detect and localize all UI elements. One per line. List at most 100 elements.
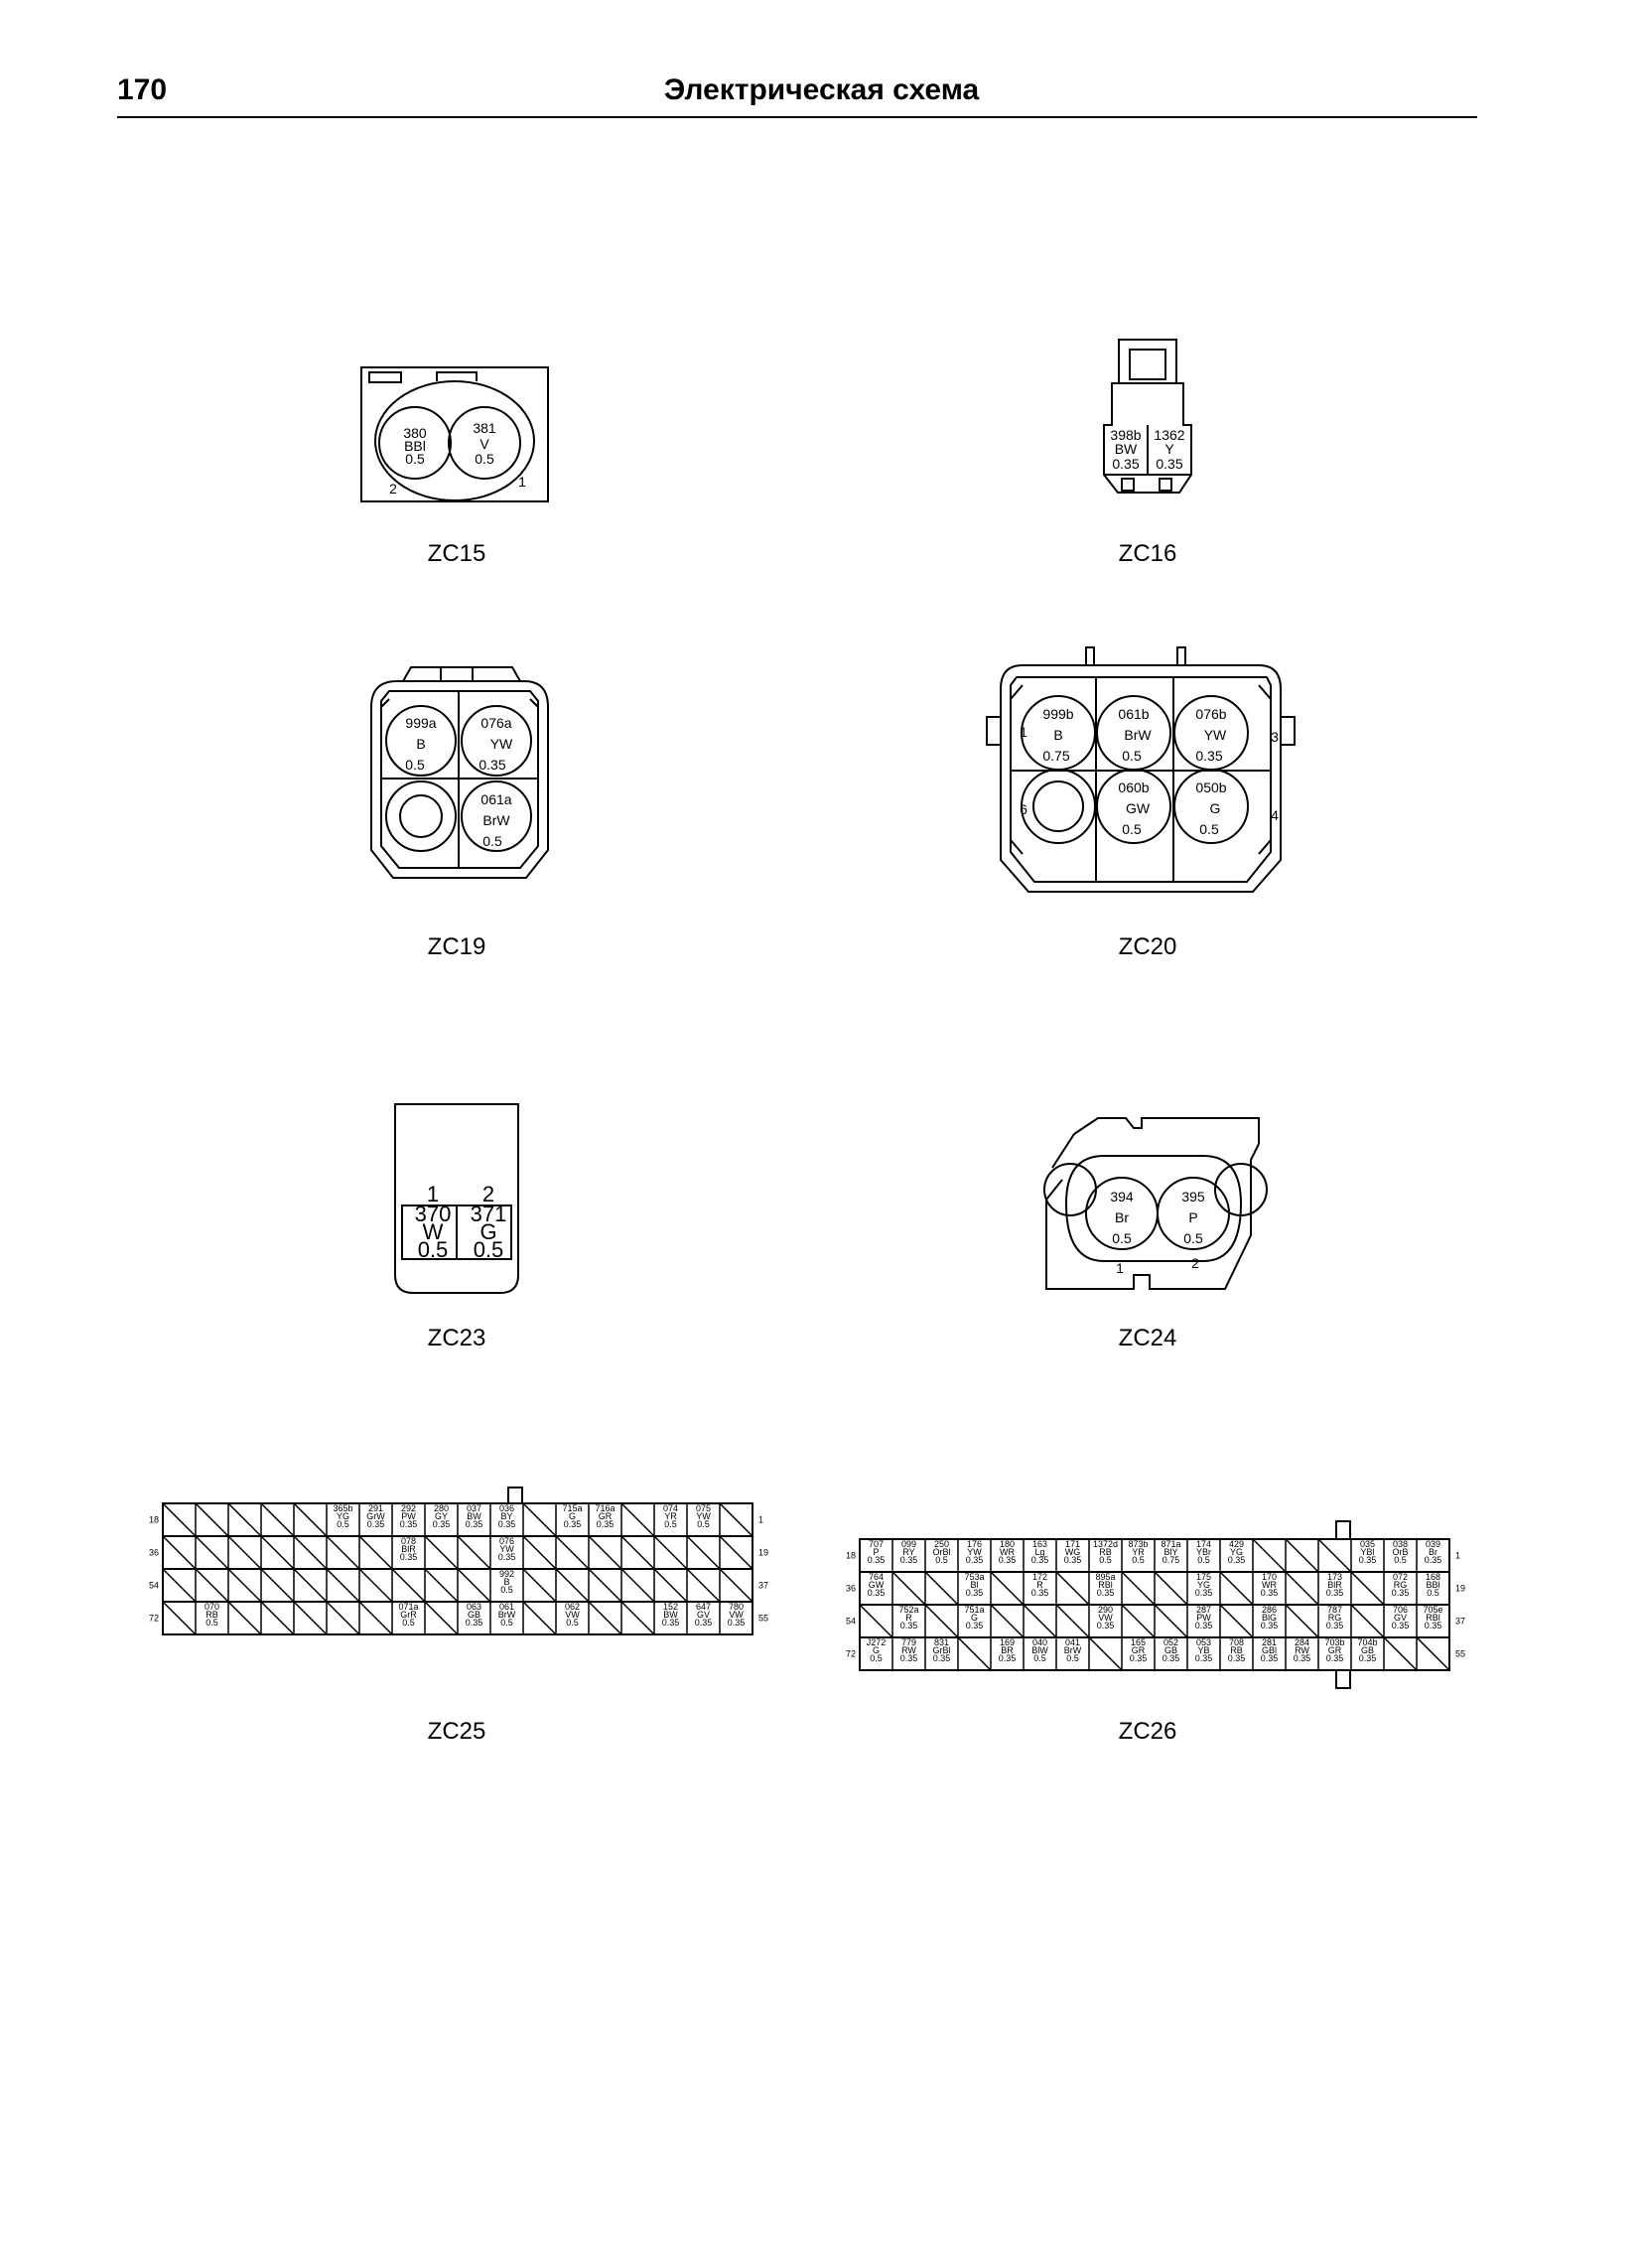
zc25-wire-label: 076	[499, 1536, 514, 1546]
zc26-wire-label: 0.35	[900, 1555, 918, 1565]
zc25-wire-label: GY	[435, 1511, 448, 1521]
zc26-wire-label: 173	[1327, 1572, 1342, 1582]
zc16-pin-2-color: Y	[1164, 441, 1174, 457]
zc25-empty-cavity	[424, 1601, 459, 1635]
zc26-wire-label: Bl	[970, 1580, 978, 1590]
zc26-wire-label: BR	[1001, 1645, 1014, 1655]
zc16-pin-1-id: 398b	[1110, 427, 1141, 443]
zc25-empty-cavity	[588, 1601, 622, 1635]
zc25-empty-cavity	[653, 1535, 688, 1570]
zc25-wire-label: 0.35	[498, 1552, 516, 1562]
zc15-pin-number-1: 1	[518, 474, 526, 490]
zc26-wire-label: RW	[901, 1645, 916, 1655]
zc19-pin-4-gauge: 0.5	[482, 833, 502, 849]
zc16-pin-1-color: BW	[1115, 441, 1138, 457]
zc26-wire-label: BlG	[1262, 1613, 1277, 1623]
zc26-wire-label: 764	[869, 1572, 884, 1582]
zc26-wire-label: 072	[1393, 1572, 1408, 1582]
zc25-empty-cavity	[162, 1601, 197, 1635]
zc25-wire-label: 0.35	[728, 1618, 746, 1628]
zc23-pin-2-gauge: 0.5	[474, 1237, 504, 1262]
zc19-label: ZC19	[427, 933, 486, 960]
zc26-empty-cavity	[924, 1571, 959, 1606]
zc26-empty-cavity	[1285, 1571, 1319, 1606]
zc26-wire-label: 0.5	[935, 1555, 948, 1565]
zc16-pin-1-gauge: 0.35	[1112, 456, 1139, 472]
zc26-empty-cavity	[957, 1636, 992, 1671]
zc26-wire-label: 0.35	[1392, 1621, 1410, 1630]
zc26-wire-label: RB	[1099, 1547, 1112, 1557]
zc26-wire-label: 873b	[1128, 1539, 1148, 1549]
zc25-empty-cavity	[326, 1601, 360, 1635]
zc25-empty-cavity	[653, 1568, 688, 1603]
zc26-empty-cavity	[859, 1604, 893, 1638]
zc26-wire-label: 0.35	[1195, 1653, 1213, 1663]
zc26-wire-label: R	[905, 1613, 912, 1623]
zc26-empty-cavity	[1350, 1571, 1385, 1606]
zc25-wire-label: GB	[468, 1610, 480, 1620]
zc25-wire-label: 062	[565, 1602, 580, 1612]
zc25-empty-cavity	[620, 1502, 655, 1537]
zc26-wire-label: 0.35	[868, 1555, 886, 1565]
zc26-wire-label: 176	[967, 1539, 982, 1549]
zc26-wire-label: 0.5	[1427, 1588, 1439, 1598]
zc26-empty-cavity	[891, 1571, 926, 1606]
zc25-wire-label: 715a	[562, 1503, 582, 1513]
zc26-wire-label: 180	[1000, 1539, 1015, 1549]
zc25-empty-cavity	[293, 1502, 328, 1537]
zc26-wire-label: BlY	[1163, 1547, 1177, 1557]
zc26-wire-label: 703b	[1324, 1637, 1344, 1647]
zc25-empty-cavity	[227, 1535, 262, 1570]
zc26-wire-label: 041	[1065, 1637, 1080, 1647]
zc25-row-number-right: 55	[758, 1614, 768, 1624]
zc26-wire-label: 0.35	[1261, 1621, 1279, 1630]
zc25-empty-cavity	[620, 1601, 655, 1635]
zc26-wire-label: 174	[1196, 1539, 1211, 1549]
zc26-wire-label: 705e	[1423, 1605, 1442, 1615]
zc24-pin-1-id: 394	[1110, 1189, 1134, 1205]
zc25-wire-label: 0.35	[367, 1519, 385, 1529]
zc24-pin-1-gauge: 0.5	[1112, 1230, 1132, 1246]
zc25-wire-label: 0.5	[500, 1618, 513, 1628]
zc26-wire-label: RBl	[1426, 1613, 1440, 1623]
zc26-wire-label: 0.35	[1097, 1588, 1115, 1598]
zc25-empty-cavity	[588, 1568, 622, 1603]
zc26-wire-label: 0.35	[900, 1653, 918, 1663]
zc15-pin-2-gauge: 0.5	[405, 451, 425, 467]
zc20-pin-1-id: 999b	[1042, 706, 1073, 722]
zc25-wire-label: B	[503, 1577, 509, 1587]
zc26-wire-label: PW	[1196, 1613, 1211, 1623]
zc26-wire-label: 175	[1196, 1572, 1211, 1582]
zc25-row-number-right: 1	[758, 1515, 763, 1525]
zc26-wire-label: 250	[934, 1539, 949, 1549]
zc16-pin-2-gauge: 0.35	[1156, 456, 1182, 472]
zc25-wire-label: BW	[663, 1610, 678, 1620]
zc20-pin-number-4: 4	[1271, 807, 1279, 823]
zc20-pin-1-gauge: 0.75	[1042, 748, 1069, 764]
zc26-wire-label: 281	[1262, 1637, 1277, 1647]
zc25-wire-label: 0.35	[400, 1519, 418, 1529]
zc26-wire-label: BlR	[1327, 1580, 1342, 1590]
zc26-wire-label: RB	[1230, 1645, 1243, 1655]
zc16-label: ZC16	[1118, 540, 1177, 567]
zc25-empty-cavity	[260, 1568, 295, 1603]
zc26-wire-label: GB	[1164, 1645, 1177, 1655]
zc25-wire-label: 061	[499, 1602, 514, 1612]
zc26-empty-cavity	[1088, 1636, 1123, 1671]
zc25-empty-cavity	[522, 1502, 557, 1537]
zc25-wire-label: 280	[434, 1503, 449, 1513]
zc20-pin-4-color: G	[1210, 800, 1221, 816]
zc26-row-number-right: 55	[1455, 1649, 1465, 1659]
zc24-pin-number-2: 2	[1191, 1255, 1199, 1271]
zc26-empty-cavity	[1219, 1604, 1254, 1638]
zc26-wire-label: BrW	[1064, 1645, 1082, 1655]
zc26-empty-cavity	[924, 1604, 959, 1638]
zc26-wire-label: 039	[1426, 1539, 1440, 1549]
zc24-pin-1-color: Br	[1115, 1209, 1129, 1225]
zc25-empty-cavity	[358, 1535, 393, 1570]
zc25-wire-label: 292	[401, 1503, 416, 1513]
connector-zc26: 707P0.35099RY0.35250OrBl0.5176YW0.35180W…	[846, 1520, 1465, 1689]
zc26-wire-label: 0.35	[1326, 1653, 1344, 1663]
zc25-wire-label: 647	[696, 1602, 711, 1612]
